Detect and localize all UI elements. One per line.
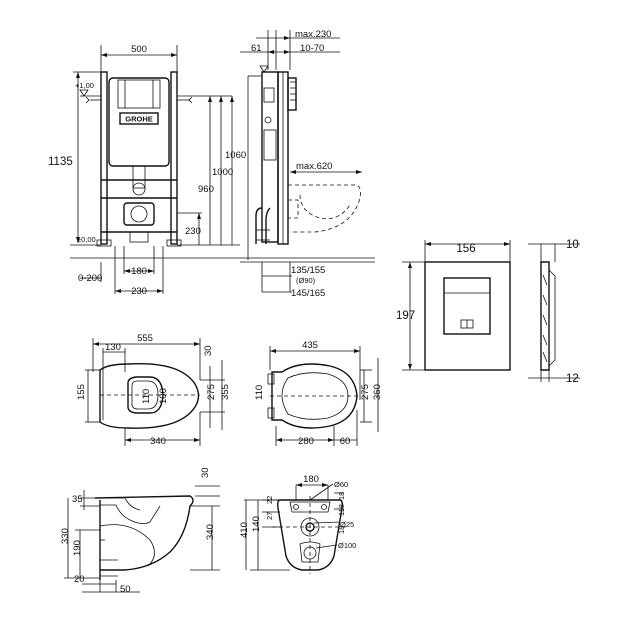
dim-110-top: 110 [141, 389, 152, 404]
dim-d90: (Ø90) [296, 276, 316, 285]
dim-0-200: 0-200 [78, 273, 102, 284]
frame-side-view: max.230 61 10-70 [240, 29, 375, 299]
dim-500: 500 [131, 44, 147, 55]
dim-50: 50 [120, 584, 131, 595]
dim-190: 190 [72, 540, 83, 556]
dim-180: 180 [131, 266, 147, 277]
dim-275-seat: 275 [360, 384, 371, 400]
dim-140: 140 [251, 516, 262, 532]
dim-10-70: 10-70 [300, 43, 324, 54]
dim-18-top: 18 [337, 492, 346, 500]
dim-60: 60 [340, 436, 351, 447]
dim-340-top: 340 [150, 436, 166, 447]
dim-30-top: 30 [203, 345, 214, 356]
dim-135-155: 135/155 [291, 265, 325, 276]
dim-1060: 1060 [225, 150, 246, 161]
dim-1135: 1135 [48, 156, 73, 168]
dim-197: 197 [396, 310, 415, 322]
dim-340-side: 340 [205, 524, 216, 540]
level-plus-1: +1,00 [75, 81, 94, 90]
dim-360: 360 [372, 384, 383, 400]
dim-960: 960 [198, 184, 214, 195]
dim-max230: max.230 [295, 29, 331, 40]
dim-330: 330 [60, 528, 71, 544]
dim-20: 20 [74, 574, 85, 585]
dim-18-bottom: 18 [337, 526, 346, 534]
dim-280: 280 [298, 436, 314, 447]
dim-30-side: 30 [200, 467, 211, 478]
dim-355: 355 [220, 384, 231, 400]
dim-12: 12 [566, 373, 579, 385]
dim-155: 155 [76, 384, 87, 400]
dim-145-165: 145/165 [291, 288, 325, 299]
grohe-logo: GROHE [125, 115, 153, 124]
dim-555: 555 [137, 333, 153, 344]
seat-top-view: 435 110 275 360 280 60 [254, 340, 383, 447]
dim-35: 35 [72, 494, 83, 505]
dim-275-top: 275 [206, 384, 217, 400]
frame-front-view: 500 1135 GROHE +1,00 [48, 44, 246, 297]
dim-61: 61 [251, 43, 262, 54]
dim-118: 118 [337, 504, 346, 516]
bowl-top-view: 555 130 30 155 110 100 275 355 340 [76, 333, 231, 447]
dim-o100: Ø100 [338, 541, 356, 550]
flush-plate-view: 156 197 10 12 [396, 239, 580, 385]
dim-max620: max.620 [296, 161, 332, 172]
level-zero: ±0,00 [77, 235, 96, 244]
dim-27: 27 [265, 512, 274, 520]
dim-410: 410 [239, 522, 250, 538]
dim-110-seat: 110 [254, 385, 265, 400]
dim-o60: Ø60 [334, 480, 348, 489]
dim-10: 10 [566, 239, 579, 251]
dim-1000: 1000 [212, 167, 233, 178]
bowl-side-view: 30 35 330 190 340 20 50 [60, 467, 220, 595]
dim-130: 130 [105, 342, 121, 353]
dim-180-back: 180 [303, 474, 319, 485]
dim-o25: Ø25 [340, 520, 354, 529]
dim-435: 435 [302, 340, 318, 351]
dim-230: 230 [185, 226, 201, 237]
dim-156: 156 [456, 243, 475, 255]
dim-230-bottom: 230 [131, 286, 147, 297]
dim-100-top: 100 [158, 388, 169, 404]
bowl-back-view: 180 Ø60 27 22 140 410 18 Ø25 1 [239, 474, 356, 574]
